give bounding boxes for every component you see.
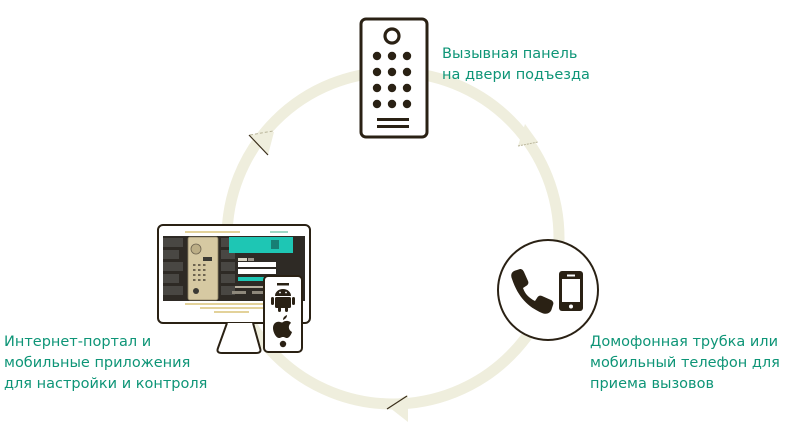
handset-label: Домофонная трубка или мобильный телефон … bbox=[590, 332, 780, 395]
smartphone-icon bbox=[559, 271, 583, 311]
android-icon bbox=[271, 289, 295, 312]
portal-label-line: мобильные приложения bbox=[4, 355, 191, 371]
mobile-app-phone-icon bbox=[263, 275, 303, 353]
handset-icon bbox=[511, 269, 554, 314]
portal-label-line: для настройки и контроля bbox=[4, 376, 208, 392]
handset-label-line: Домофонная трубка или bbox=[590, 334, 778, 350]
portal-label-line: Интернет-портал и bbox=[4, 334, 152, 350]
arrow-panel-to-phone bbox=[517, 124, 539, 147]
apple-icon bbox=[273, 315, 292, 338]
handset-label-line: мобильный телефон для bbox=[590, 355, 780, 371]
phone-handset-and-smartphone-icon bbox=[497, 239, 599, 341]
door-panel-label-line: на двери подъезда bbox=[442, 67, 590, 83]
arrow-phone-to-portal bbox=[385, 395, 408, 422]
door-panel-label-line: Вызывная панель bbox=[442, 46, 578, 62]
door-call-panel-icon bbox=[359, 17, 429, 139]
monitor-and-mobile-app-icon bbox=[157, 224, 311, 354]
home-button bbox=[279, 340, 287, 348]
portal-label: Интернет-портал и мобильные приложения д… bbox=[4, 332, 207, 395]
door-panel-label: Вызывная панель на двери подъезда bbox=[442, 44, 590, 86]
handset-label-line: приема вызовов bbox=[590, 376, 715, 392]
arrow-portal-to-panel bbox=[248, 130, 274, 156]
